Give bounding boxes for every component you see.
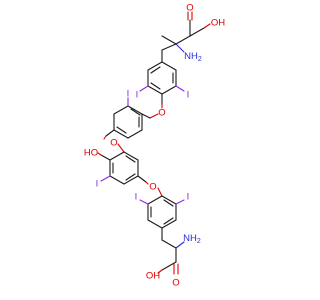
- phenol-hydroxyl: HO: [84, 148, 98, 159]
- ring-4: [139, 187, 185, 241]
- ring-1: [139, 43, 185, 109]
- top-hydroxyl: OH: [211, 18, 225, 29]
- bottom-amino-acid: [157, 239, 185, 275]
- bottom-carbonyl-oxygen: O: [172, 278, 179, 289]
- ring2-iodine: I: [127, 89, 130, 100]
- ring1-iodine-right: I: [187, 90, 190, 101]
- top-amine: NH2: [184, 51, 202, 63]
- ether-oxygen-3: O: [149, 182, 156, 193]
- bottom-amine: NH2: [183, 233, 201, 245]
- ring-3: [97, 143, 149, 185]
- ring-2: [103, 97, 159, 140]
- ether-oxygen-1: O: [158, 108, 165, 119]
- ether-oxygen-2: O: [110, 138, 117, 149]
- ring4-iodine-left: I: [135, 192, 138, 203]
- ring1-iodine-left: I: [136, 90, 139, 101]
- bottom-hydroxyl: OH: [146, 271, 160, 282]
- molecule-structure: O OH NH2 I I O I O HO I O I I NH2 O OH: [84, 3, 225, 289]
- top-amino-acid: [161, 11, 211, 53]
- ring3-iodine: I: [96, 179, 99, 190]
- ring4-iodine-right: I: [187, 192, 190, 203]
- top-carbonyl-oxygen: O: [186, 3, 193, 14]
